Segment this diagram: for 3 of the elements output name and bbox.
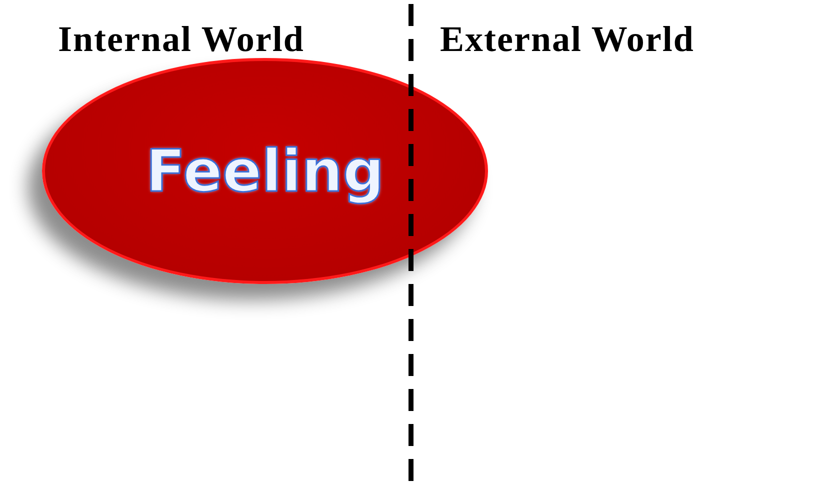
node-label: Feeling [146,137,384,205]
column-heading: External World [440,18,694,60]
column-heading: Internal World [58,18,304,60]
